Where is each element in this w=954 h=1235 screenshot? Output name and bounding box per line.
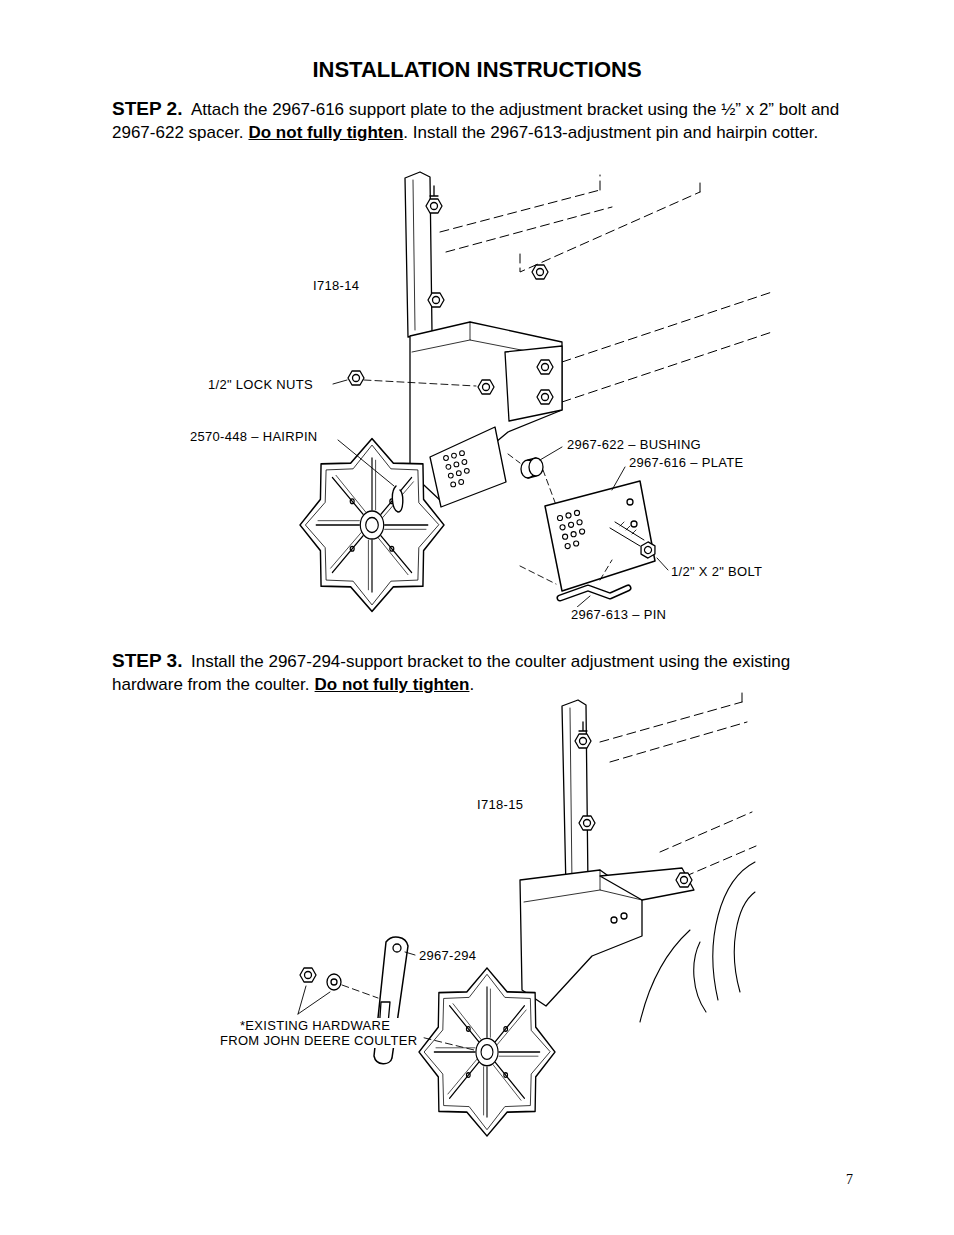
page-title: INSTALLATION INSTRUCTIONS	[0, 57, 954, 83]
line-art	[405, 172, 432, 337]
part-callout: 2967-613 – PIN	[570, 607, 667, 622]
line-art	[612, 467, 625, 490]
line-art	[537, 390, 553, 404]
line-art	[570, 708, 572, 884]
line-art	[532, 265, 548, 279]
figure-number: I718-14	[312, 278, 360, 293]
line-art	[364, 380, 476, 386]
line-art	[333, 380, 347, 384]
line-art	[520, 560, 612, 584]
line-art	[508, 454, 556, 505]
instruction-paragraph: STEP 3.Install the 2967-294-support brac…	[112, 649, 812, 696]
line-art	[338, 440, 394, 486]
line-art	[562, 700, 588, 889]
instruction-text: .	[469, 675, 474, 694]
line-art	[657, 558, 668, 570]
part-callout: 1/2" LOCK NUTS	[207, 377, 314, 392]
leader-lines	[333, 380, 668, 608]
line-art	[393, 944, 401, 952]
line-art	[298, 992, 330, 1014]
step2-illustration	[300, 172, 772, 611]
line-art	[579, 816, 595, 830]
line-art	[300, 968, 316, 982]
line-art	[520, 870, 642, 1006]
line-art	[540, 447, 562, 460]
page-number: 7	[846, 1172, 853, 1188]
line-art	[331, 979, 337, 985]
line-art	[676, 873, 692, 887]
part-callout: 2570-448 – HAIRPIN	[189, 429, 319, 444]
line-art	[545, 481, 655, 591]
line-art	[327, 974, 341, 990]
warning-text: Do not fully tighten	[315, 675, 470, 694]
line-art	[348, 371, 364, 385]
line-art	[405, 952, 415, 955]
instruction-paragraph: STEP 2.Attach the 2967-616 support plate…	[112, 97, 858, 144]
line-art	[529, 458, 543, 476]
line-art	[560, 588, 628, 598]
step-heading: STEP 2.	[112, 98, 182, 119]
line-art	[620, 522, 636, 534]
part-callout: 2967-622 – BUSHING	[566, 437, 702, 452]
line-art	[631, 521, 637, 527]
line-art	[638, 540, 659, 560]
line-art	[444, 451, 470, 487]
line-art	[557, 510, 584, 548]
line-art	[560, 588, 628, 598]
line-art	[579, 722, 587, 731]
line-art	[575, 734, 591, 748]
instruction-text: . Install the 2967-613-adjustment pin an…	[403, 123, 818, 142]
line-art	[600, 868, 694, 900]
line-art	[392, 486, 402, 512]
figure-number: I718-15	[476, 797, 524, 812]
line-art	[610, 522, 644, 546]
part-callout: 2967-294	[418, 948, 477, 963]
part-callout: 1/2" X 2" BOLT	[670, 564, 763, 579]
line-art	[419, 968, 555, 1136]
line-art	[621, 913, 627, 919]
line-art	[426, 199, 442, 213]
line-art	[627, 499, 633, 505]
leader-lines	[298, 952, 415, 1014]
line-art	[430, 427, 506, 507]
line-art	[611, 917, 617, 923]
line-art	[300, 439, 444, 612]
line-art	[430, 186, 438, 196]
line-art	[478, 380, 494, 394]
part-callout: *EXISTING HARDWARE FROM JOHN DEERE COULT…	[219, 1018, 421, 1048]
part-callout: 2967-616 – PLATE	[628, 455, 744, 470]
line-art	[428, 293, 444, 307]
line-art	[600, 690, 756, 882]
step3-illustration	[300, 690, 756, 1136]
line-art	[505, 346, 562, 421]
line-art	[537, 360, 553, 374]
step-heading: STEP 3.	[112, 650, 182, 671]
warning-text: Do not fully tighten	[248, 123, 403, 142]
line-art	[413, 180, 415, 330]
